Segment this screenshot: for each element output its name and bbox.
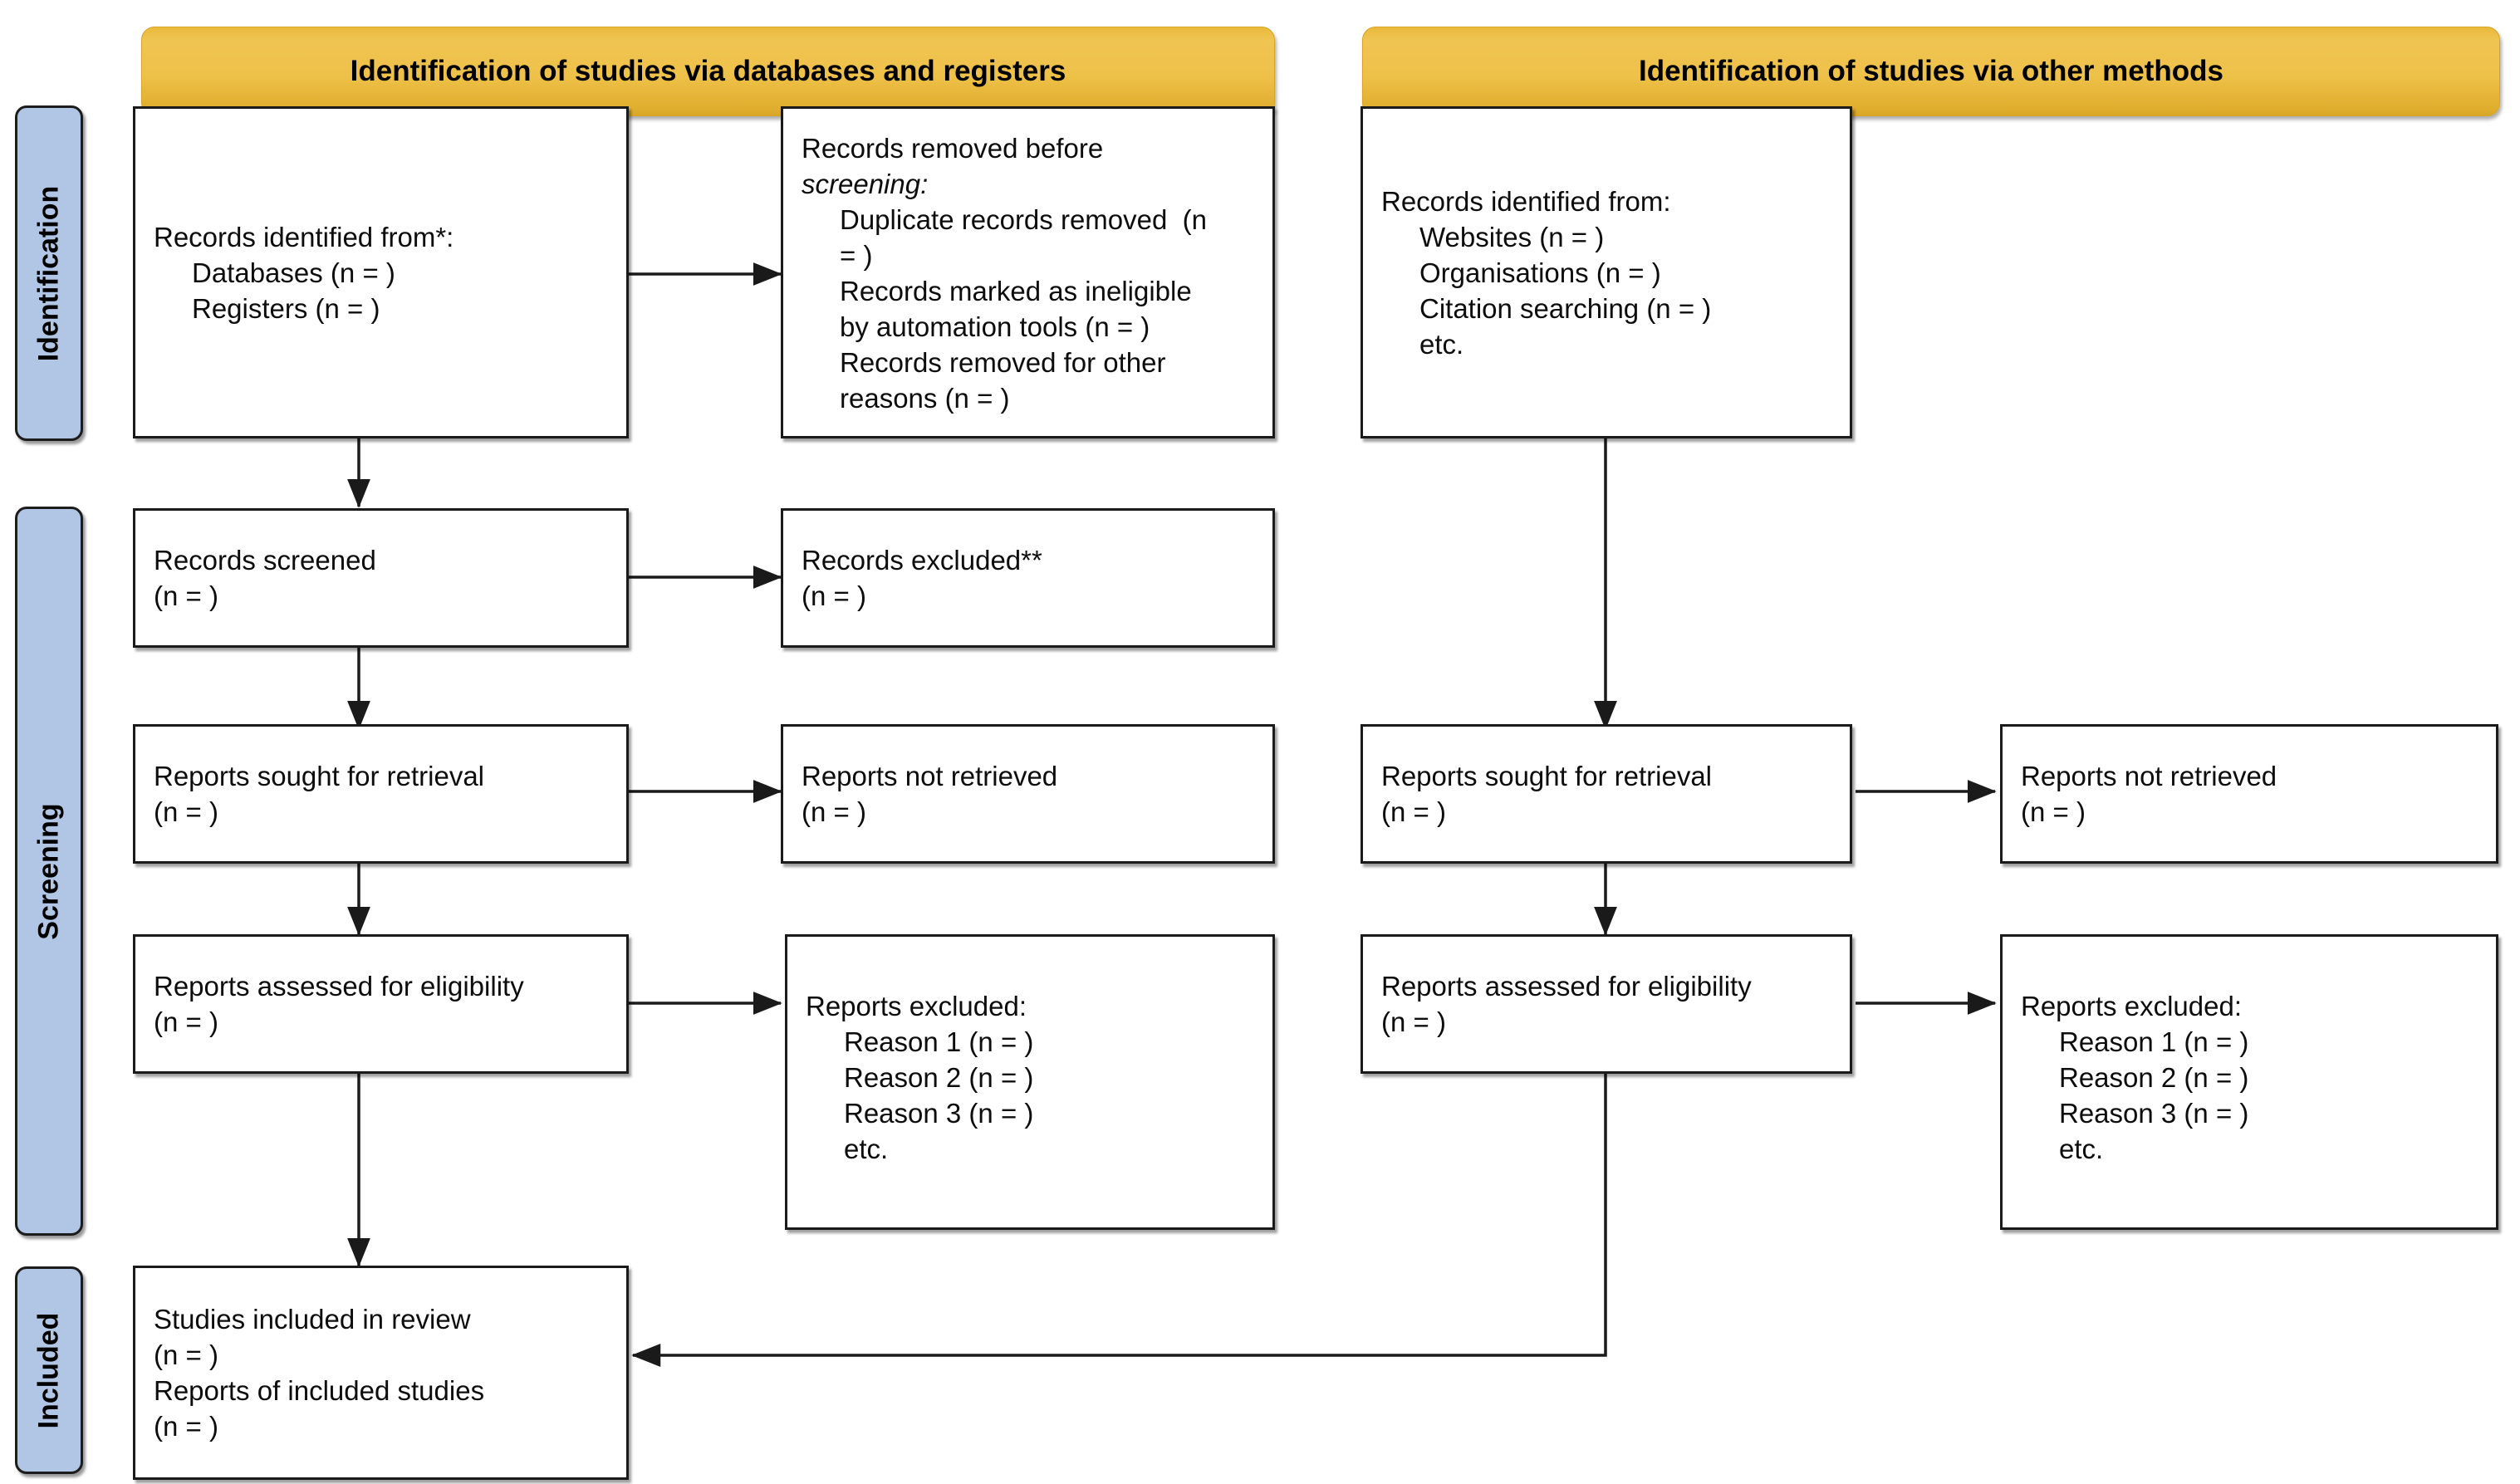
box-line: screening: [802, 169, 929, 199]
box-records-identified-other-methods: Records identified from: Websites (n = )… [1361, 106, 1852, 438]
box-line: Reason 3 (n = ) [2059, 1098, 2249, 1129]
box-line: Studies included in review [154, 1304, 471, 1335]
box-reports-excluded-left: Reports excluded: Reason 1 (n = ) Reason… [785, 934, 1275, 1230]
box-line: (n = ) [1381, 796, 1446, 827]
box-reports-not-retrieved-left: Reports not retrieved (n = ) [781, 724, 1275, 864]
box-line: (n = ) [154, 1411, 218, 1442]
box-line: Organisations (n = ) [1419, 257, 1661, 288]
box-records-removed-before-screening: Records removed before screening: screen… [781, 106, 1275, 438]
stage-label-identification: Identification [15, 105, 83, 441]
box-reports-sought-retrieval-left: Reports sought for retrieval (n = ) [133, 724, 629, 864]
box-records-screened: Records screened (n = ) [133, 508, 629, 648]
box-line: Reports not retrieved [802, 761, 1058, 791]
box-records-excluded: Records excluded** (n = ) [781, 508, 1275, 648]
banner-databases-registers: Identification of studies via databases … [141, 27, 1275, 116]
box-line: etc. [844, 1134, 889, 1164]
stage-label-screening: Screening [15, 507, 83, 1236]
box-line: (n = ) [802, 796, 866, 827]
banner-other-methods: Identification of studies via other meth… [1362, 27, 2500, 116]
box-line: Reports excluded: [806, 991, 1027, 1021]
box-reports-assessed-eligibility-left: Reports assessed for eligibility (n = ) [133, 934, 629, 1074]
box-line: Databases (n = ) [192, 257, 395, 288]
box-studies-included-in-review: Studies included in review (n = ) Report… [133, 1266, 629, 1480]
box-line: Reports assessed for eligibility [154, 971, 524, 1002]
box-line: Registers (n = ) [192, 292, 380, 324]
box-line: (n = ) [2021, 796, 2086, 827]
box-line: (n = ) [154, 580, 218, 611]
box-line: Reason 3 (n = ) [844, 1098, 1034, 1129]
box-line: (n = ) [154, 796, 218, 827]
stage-label-identification-text: Identification [32, 185, 65, 361]
box-line: etc. [1419, 328, 1464, 360]
box-reports-sought-retrieval-right: Reports sought for retrieval (n = ) [1361, 724, 1852, 864]
stage-label-included-text: Included [32, 1312, 65, 1428]
box-line: Records removed before screening: [802, 130, 1254, 166]
box-line: (n = ) [154, 1006, 218, 1037]
box-reports-not-retrieved-right: Reports not retrieved (n = ) [2000, 724, 2498, 864]
box-line: etc. [2059, 1134, 2104, 1164]
box-line: Websites (n = ) [1419, 221, 1605, 252]
box-line: Records removed for other [840, 347, 1166, 378]
box-records-identified: Records identified from*: Databases (n =… [133, 106, 629, 438]
box-line: Records marked as ineligible [840, 276, 1192, 306]
box-line: Reason 2 (n = ) [2059, 1062, 2249, 1093]
box-line: Records identified from: [1381, 185, 1671, 217]
box-line: by automation tools (n = ) [840, 311, 1150, 342]
box-reports-excluded-right: Reports excluded: Reason 1 (n = ) Reason… [2000, 934, 2498, 1230]
box-line: Reports not retrieved [2021, 761, 2277, 791]
box-line: Reports assessed for eligibility [1381, 971, 1752, 1002]
box-line-text: Records removed before [802, 133, 1104, 164]
box-line: Reason 2 (n = ) [844, 1062, 1034, 1093]
box-line: Reports excluded: [2021, 991, 2242, 1021]
box-line: Records screened [154, 545, 376, 575]
banner-other-methods-label: Identification of studies via other meth… [1639, 55, 2223, 87]
box-line: Citation searching (n = ) [1419, 292, 1712, 324]
box-reports-assessed-eligibility-right: Reports assessed for eligibility (n = ) [1361, 934, 1852, 1074]
banner-databases-registers-label: Identification of studies via databases … [350, 55, 1066, 87]
box-line: Reason 1 (n = ) [2059, 1026, 2249, 1057]
box-line: Reports sought for retrieval [1381, 761, 1713, 791]
box-line: Duplicate records removed (n [840, 204, 1208, 235]
box-line: (n = ) [1381, 1006, 1446, 1037]
box-line: Reason 1 (n = ) [844, 1026, 1034, 1057]
stage-label-included: Included [15, 1266, 83, 1474]
box-line: Reports sought for retrieval [154, 761, 485, 791]
stage-label-screening-text: Screening [32, 802, 65, 940]
box-line: Records excluded** [802, 545, 1042, 575]
box-line: = ) [840, 240, 873, 271]
box-line: Records identified from*: [154, 221, 454, 252]
box-line: (n = ) [154, 1340, 218, 1370]
box-line: reasons (n = ) [840, 383, 1010, 414]
box-line: Reports of included studies [154, 1375, 485, 1406]
box-line: (n = ) [802, 580, 866, 611]
